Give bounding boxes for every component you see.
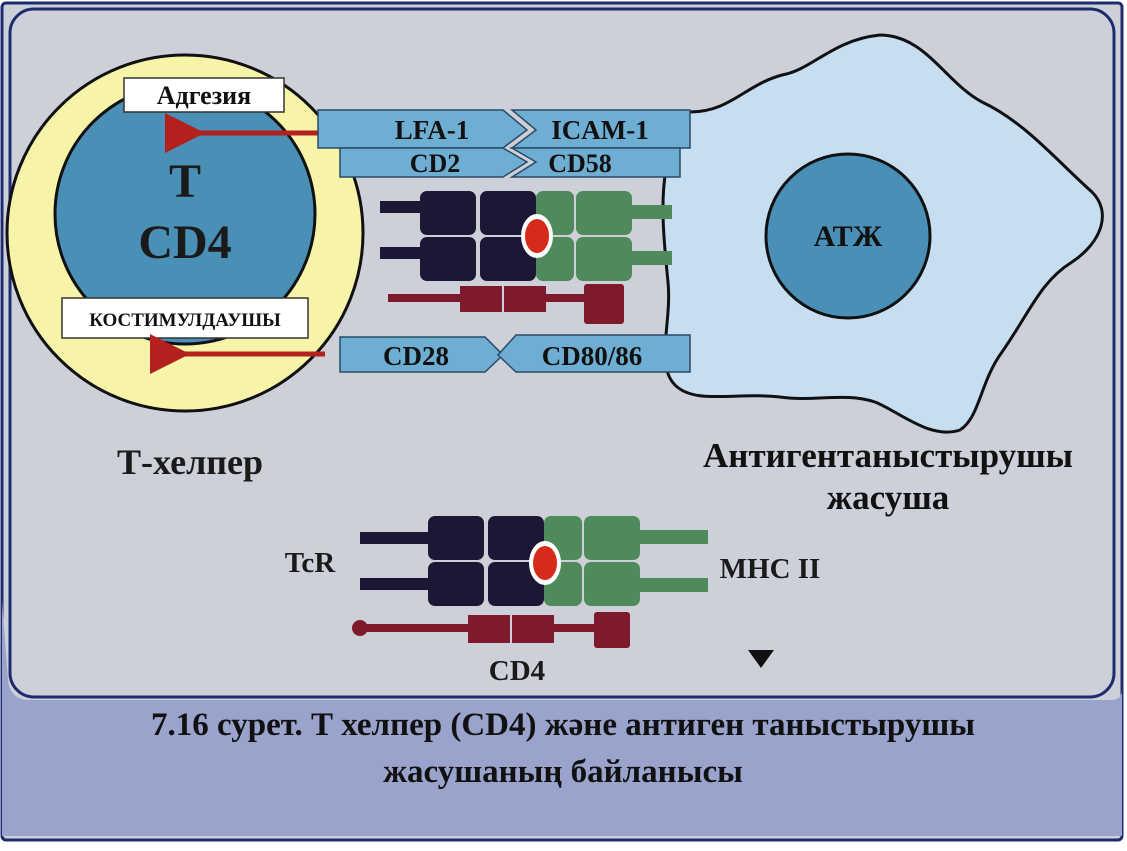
mhc-stalk	[630, 205, 672, 219]
cd8086-label: CD80/86	[542, 341, 643, 371]
apc-nucleus	[764, 152, 932, 320]
caption-band	[2, 600, 1122, 836]
cd58-label: CD58	[548, 149, 612, 178]
mhc-stalk	[638, 530, 708, 544]
mhc2-label: MHC II	[720, 553, 821, 585]
apc-nucleus-label: АТЖ	[814, 220, 883, 253]
tcr-mhc-complex-lower	[352, 516, 708, 648]
tcr-domain	[480, 191, 536, 235]
tcr-stalk-alpha	[360, 532, 430, 544]
mhc-domain	[576, 237, 632, 281]
tcr-domain	[420, 237, 476, 281]
cd2-tab	[339, 147, 529, 178]
cd4-domain	[504, 286, 546, 312]
mhc-domain	[584, 516, 640, 560]
cd8086-tab	[496, 334, 691, 373]
cd4-linker	[554, 624, 596, 632]
t-cell-label-t: T	[169, 155, 201, 208]
cd58-tab	[509, 147, 681, 178]
tcr-domain	[480, 237, 536, 281]
t-cell-label-cd4: CD4	[138, 216, 231, 269]
apc-cell: АТЖ	[661, 33, 1104, 434]
adhesion-box	[123, 77, 285, 113]
apc-caption-line1: Антигентаныстырушы	[703, 436, 1073, 475]
costim-molecules: CD28 CD80/86	[339, 334, 691, 373]
tcr-stalk-beta	[360, 578, 430, 590]
cd4-head	[594, 612, 630, 648]
tcr-domain	[488, 562, 544, 606]
tcr-stalk-alpha	[380, 201, 422, 213]
mhc-domain	[576, 191, 632, 235]
cd4-domain	[512, 615, 554, 643]
mhc-stalk	[638, 578, 708, 592]
cd4-stalk	[388, 294, 462, 302]
mhc-stalk	[630, 251, 672, 265]
cd4-stalk	[366, 624, 470, 632]
icam1-label: ICAM-1	[551, 115, 648, 145]
cd4-head	[584, 284, 624, 324]
cd2-label: CD2	[410, 149, 461, 178]
cd4-tail	[352, 620, 368, 636]
antigen-peptide	[533, 546, 557, 580]
costim-box	[61, 297, 309, 339]
figure-caption-line2: жасушаның байланысы	[383, 754, 743, 790]
cd4-linker	[546, 294, 586, 302]
mhc-domain	[584, 562, 640, 606]
lfa1-label: LFA-1	[395, 115, 470, 145]
down-triangle-icon	[748, 650, 774, 668]
tcr-domain	[488, 516, 544, 560]
adhesion-molecules: LFA-1 ICAM-1 CD2 CD58	[317, 109, 691, 178]
tcr-stalk-beta	[380, 247, 422, 259]
cd28-tab	[339, 336, 505, 373]
tcr-domain	[420, 191, 476, 235]
costim-label: КОСТИМУЛДАУШЫ	[89, 310, 281, 331]
figure-caption-line1: 7.16 сурет. Т хелпер (CD4) жəне антиген …	[151, 707, 975, 743]
tcr-domain	[428, 562, 484, 606]
cd4-domain	[468, 615, 510, 643]
cd28-label: CD28	[383, 341, 449, 371]
adhesion-label: Адгезия	[157, 81, 251, 110]
apc-caption-line2: жасуша	[827, 478, 950, 517]
antigen-peptide	[525, 219, 549, 253]
cd4-legend-label: CD4	[489, 655, 545, 687]
lfa1-tab	[317, 109, 529, 149]
cd4-domain	[460, 286, 502, 312]
t-helper-caption: Т-хелпер	[117, 442, 263, 482]
tcr-mhc-complex-upper	[380, 191, 672, 324]
tcr-domain	[428, 516, 484, 560]
tcr-label: TcR	[285, 547, 337, 579]
